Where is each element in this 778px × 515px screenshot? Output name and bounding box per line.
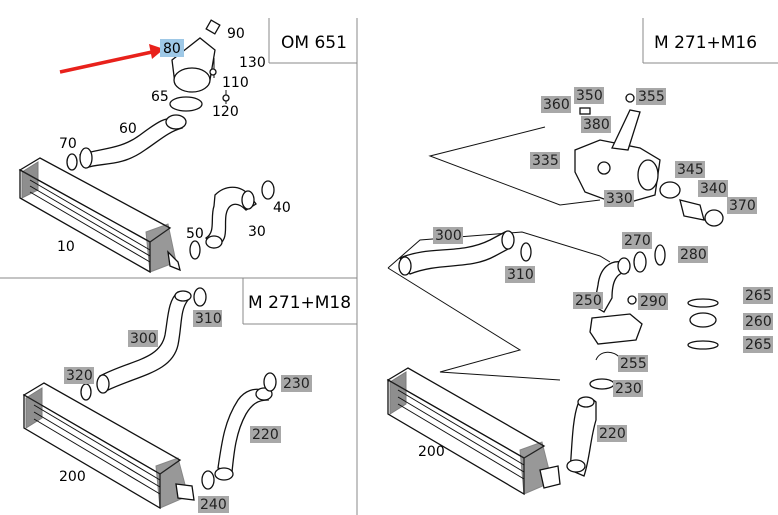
panel-title-m271-m16: M 271+M16 [654,33,757,53]
part-label-bg [573,292,603,309]
part-label: 10 [57,239,75,255]
part-label: 310 [195,311,222,327]
part-label-bg [675,161,705,178]
part-label: 345 [677,162,704,178]
part-label-bg [622,232,652,249]
part-label-bg [574,87,604,104]
part-label: 350 [576,88,603,104]
part-label: 200 [59,469,86,485]
part-label: 310 [507,267,534,283]
part-label: 120 [212,104,239,120]
panel-dividers [0,18,778,515]
part-label-bg [64,367,94,384]
part-label-bg [743,287,773,304]
part-label-bg [541,96,571,113]
part-label: 30 [248,224,266,240]
part-label-bg [743,313,773,330]
part-label-highlight [160,39,184,57]
part-label-bg [530,152,560,169]
part-label-bg [613,380,643,397]
part-label: 50 [186,226,204,242]
part-label-bg [581,116,611,133]
part-label-bg [128,330,158,347]
part-label-bg [604,190,634,207]
part-label: 200 [418,444,445,460]
panel-m271-m18: M 271+M18 310 300 320 230 220 200 [22,287,351,513]
part-label: 330 [606,191,633,207]
intercooler-om651 [18,157,177,274]
part-label: 65 [151,89,169,105]
part-label-bg [281,375,312,392]
part-label: 290 [640,294,667,310]
part-label-bg [597,425,627,442]
part-label-bg [678,246,708,263]
panel-title-m271-m18: M 271+M18 [248,293,351,313]
part-label: 90 [227,26,245,42]
part-label-bg [193,310,222,327]
part-label: 370 [729,198,756,214]
part-label-highlighted[interactable]: 80 [163,41,181,57]
part-label: 40 [273,200,291,216]
part-label-bg [636,88,666,105]
part-label-bg [743,336,773,353]
red-arrow-icon [59,44,164,74]
part-label: 220 [252,427,279,443]
part-label-bg [433,227,463,244]
part-label-bg [727,197,757,214]
part-label: 270 [624,233,651,249]
part-label: 300 [130,331,157,347]
part-label: 110 [222,75,249,91]
part-label: 220 [599,426,626,442]
panel-m271-m16: M 271+M16 [386,33,773,496]
part-label: 130 [239,55,266,71]
part-label-bg [698,180,728,197]
part-label: 335 [532,153,559,169]
part-label: 340 [700,181,727,197]
part-label: 240 [200,497,227,513]
part-label: 380 [583,117,610,133]
part-label: 320 [66,368,93,384]
part-label: 300 [435,228,462,244]
part-label: 230 [283,376,310,392]
part-label: 230 [615,381,642,397]
part-label-bg [505,266,535,283]
part-label: 265 [745,288,772,304]
part-label: 360 [543,97,570,113]
panel-om651: OM 651 [18,19,347,274]
part-label: 70 [59,136,77,152]
part-label: 355 [638,89,665,105]
panel-title-om651: OM 651 [281,33,347,53]
part-label: 265 [745,337,772,353]
part-label: 250 [575,293,602,309]
part-label-bg [250,426,281,443]
intercooler-m271-m18 [22,382,189,510]
intercooler-m271-m16 [386,367,553,496]
part-label-bg [618,355,648,372]
part-label-bg [198,496,229,513]
part-label-bg [638,293,668,310]
part-label: 255 [620,356,647,372]
part-label: 260 [745,314,772,330]
part-label: 280 [680,247,707,263]
part-label: 60 [119,121,137,137]
